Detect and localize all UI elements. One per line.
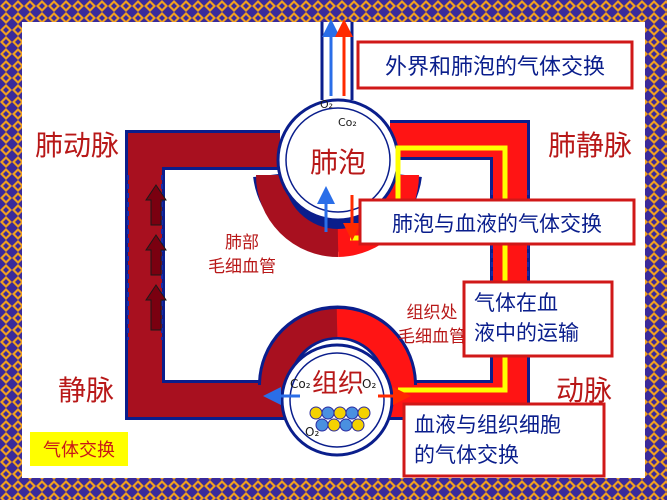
label-co2-tissue: Co₂ bbox=[290, 377, 311, 391]
corner-tag: 气体交换 bbox=[30, 432, 128, 466]
trachea-tube bbox=[320, 19, 354, 100]
flow-up-arrows bbox=[145, 184, 167, 331]
label-pulmonary-vein: 肺静脉 bbox=[548, 129, 632, 162]
oxygenated-vessels bbox=[385, 120, 530, 420]
alveolus-gas-arrows bbox=[317, 186, 361, 241]
label-artery: 动脉 bbox=[556, 374, 612, 407]
label-tissue: 组织 bbox=[312, 369, 364, 399]
label-pulmonary-artery: 肺动脉 bbox=[35, 129, 119, 162]
label-o2-alveolus: O₂ bbox=[320, 98, 333, 111]
callout-transport-line1: 气体在血 bbox=[474, 291, 558, 315]
label-tissue-capillary-line2: 毛细血管 bbox=[398, 327, 466, 347]
callout-blood-tissue-line2: 的气体交换 bbox=[414, 443, 519, 467]
callout-external-exchange: 外界和肺泡的气体交换 bbox=[356, 40, 634, 90]
label-tissue-capillary-line1: 组织处 bbox=[407, 303, 458, 323]
callout-transport-line2: 液中的运输 bbox=[474, 321, 579, 345]
callout-alveolus-blood-exchange: 肺泡与血液的气体交换 bbox=[358, 198, 636, 246]
callout-transport: 气体在血 液中的运输 bbox=[462, 280, 614, 358]
label-o2-tissue-right: O₂ bbox=[362, 377, 376, 391]
corner-tag-text: 气体交换 bbox=[43, 440, 115, 461]
deoxygenated-vessels bbox=[125, 130, 290, 420]
callout-alveolus-blood-exchange-text: 肺泡与血液的气体交换 bbox=[392, 212, 602, 236]
tissue-cells-cluster bbox=[309, 406, 371, 432]
label-co2-alveolus: Co₂ bbox=[338, 116, 357, 129]
callout-blood-tissue-line1: 血液与组织细胞 bbox=[414, 413, 561, 437]
label-alveolus: 肺泡 bbox=[310, 146, 366, 179]
callout-external-exchange-text: 外界和肺泡的气体交换 bbox=[385, 55, 605, 80]
tissue-cell-region bbox=[258, 305, 417, 457]
label-o2-tissue-bottom: O₂ bbox=[305, 425, 319, 439]
label-lung-capillary-line2: 毛细血管 bbox=[208, 257, 276, 277]
label-vein: 静脉 bbox=[58, 374, 114, 407]
label-lung-capillary-line1: 肺部 bbox=[225, 233, 259, 253]
callout-blood-tissue-exchange: 血液与组织细胞 的气体交换 bbox=[402, 402, 606, 478]
